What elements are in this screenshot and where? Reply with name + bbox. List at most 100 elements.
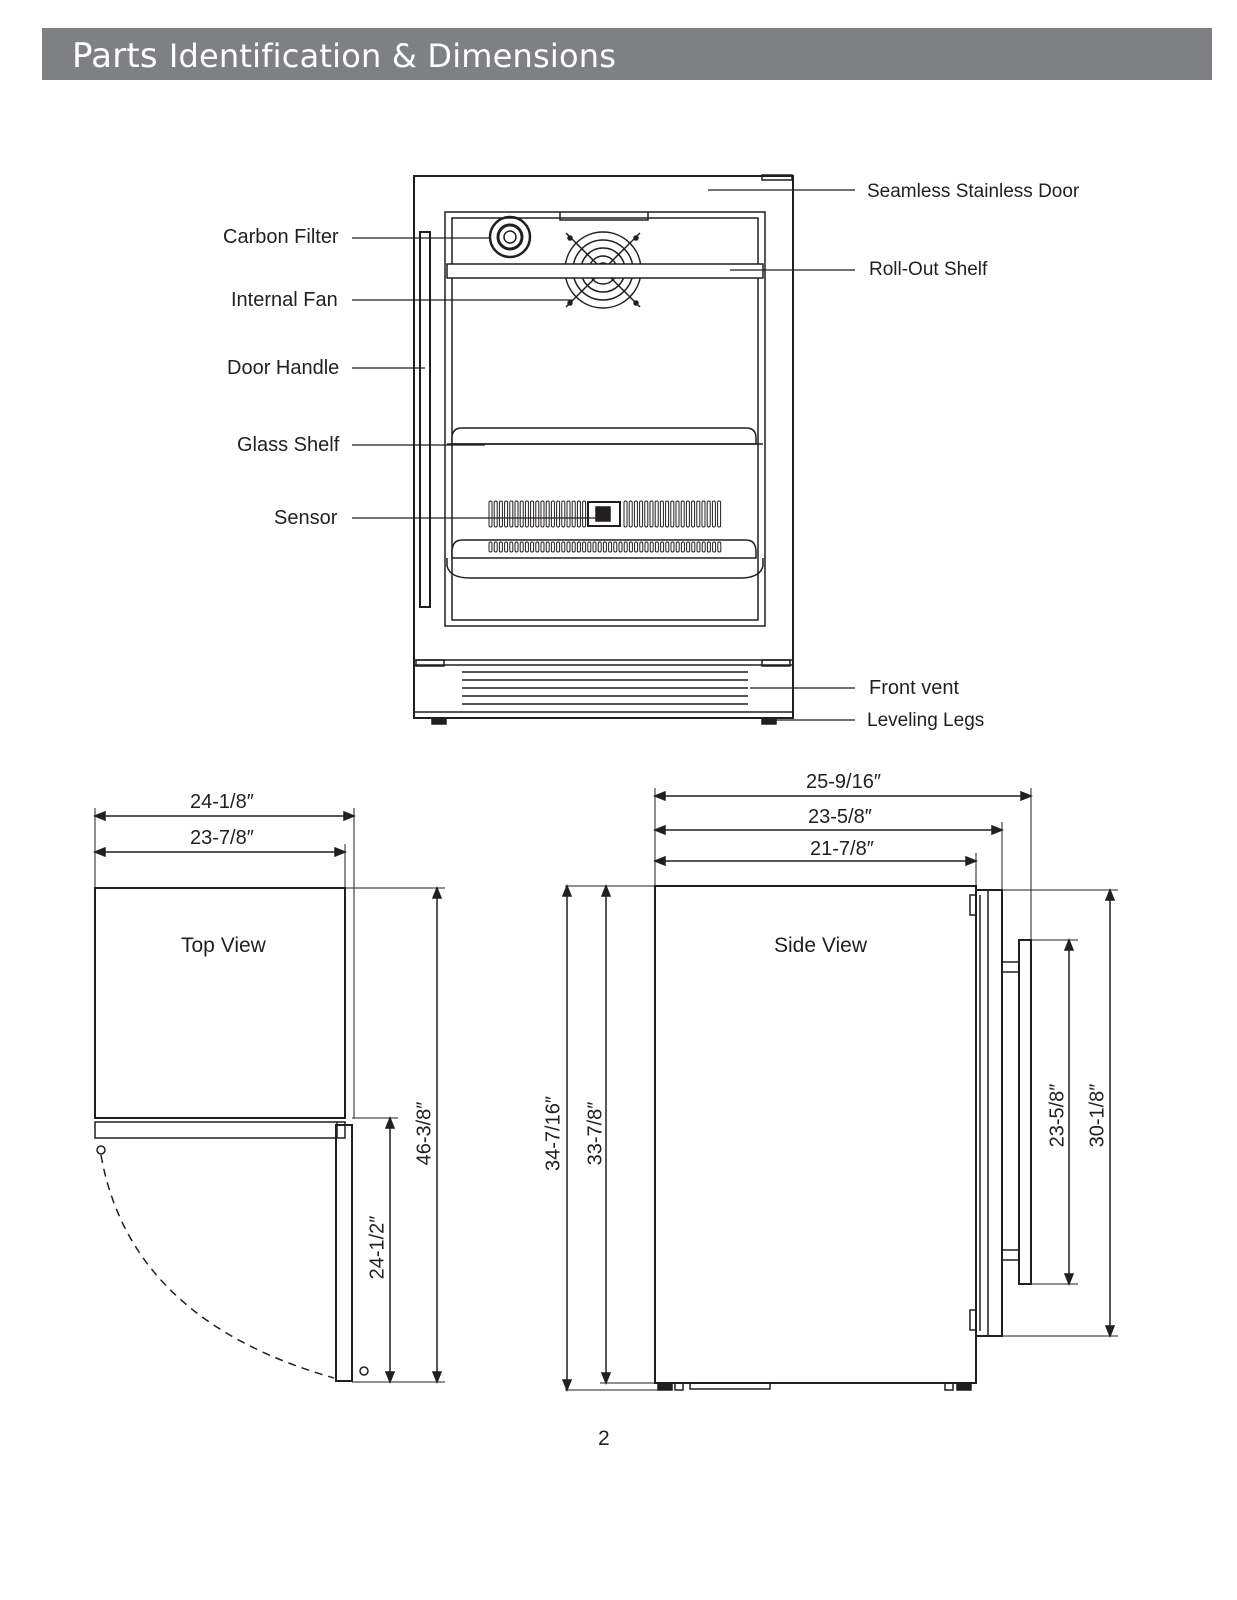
dim-side-depth-overall: 25-9/16″ [806,771,881,793]
vent-slat [711,500,716,528]
vent-slat [571,541,576,553]
vent-slat [639,541,644,553]
label-sensor: Sensor [274,507,338,529]
top-view-title: Top View [181,934,266,957]
vent-slat [675,500,680,528]
dim-top-width-outer: 24-1/8″ [190,791,254,813]
dim-door-height: 30-1/8″ [1086,1083,1109,1148]
vent-slat [545,500,550,528]
label-glass-shelf: Glass Shelf [237,434,340,456]
vent-slat [582,500,587,528]
vent-slat [613,541,618,553]
vent-slat [550,500,555,528]
vent-slat [717,500,722,528]
vent-slat [540,500,545,528]
dim-top-depth-total: 46-3/8″ [413,1101,436,1166]
vent-slat [712,541,717,553]
vent-slat [670,541,675,553]
vent-slat [535,541,540,553]
vent-slat [644,541,649,553]
vent-slat [504,500,509,528]
vent-slat [717,541,722,553]
label-seamless-door: Seamless Stainless Door [867,181,1080,202]
vent-slat [540,541,545,553]
vent-slat [633,500,638,528]
page-number: 2 [598,1427,610,1450]
vent-slat [493,500,498,528]
vent-slat [514,500,519,528]
vent-slat [550,541,555,553]
vent-slat [706,541,711,553]
vent-slat [701,500,706,528]
dim-side-height-cabinet: 33-7/8″ [584,1101,607,1166]
label-carbon-filter: Carbon Filter [223,226,339,248]
vent-slat [670,500,675,528]
vent-slat [556,500,561,528]
vent-slat [498,541,503,553]
vent-slat [660,541,665,553]
vent-slat [654,541,659,553]
vent-slat [675,541,680,553]
vent-slat [701,541,706,553]
dim-top-width-inner: 23-7/8″ [190,827,254,849]
vent-slat [571,500,576,528]
front-view-drawing [413,174,794,725]
vent-slat [628,541,633,553]
vent-slat [530,500,535,528]
label-internal-fan: Internal Fan [231,289,338,311]
vent-slat [680,500,685,528]
dim-handle-length: 23-5/8″ [1046,1083,1069,1148]
vent-slat [618,541,623,553]
page-title: Parts Identification & Dimensions [72,36,617,76]
dim-door-swing: 24-1/2″ [366,1215,389,1280]
vent-slat [576,500,581,528]
vent-slat [535,500,540,528]
vent-slat [524,500,529,528]
vent-slat [691,541,696,553]
side-view-drawing [561,788,1118,1393]
vent-slat [639,500,644,528]
vent-slat [509,541,514,553]
section-header: Parts Identification & Dimensions [42,28,1212,80]
dim-side-depth-cabinet: 21-7/8″ [810,838,874,860]
vent-slat [514,541,519,553]
vent-slat [665,500,670,528]
label-door-handle: Door Handle [227,357,340,379]
vent-slat [519,541,524,553]
dim-side-height-overall: 34-7/16″ [542,1096,565,1171]
vent-slat [623,500,628,528]
vent-slat [608,541,613,553]
side-view-title: Side View [774,934,868,957]
vent-slat [488,500,493,528]
vent-slat [566,541,571,553]
vent-slat [680,541,685,553]
label-leveling-legs: Leveling Legs [867,710,985,731]
vent-slat [592,541,597,553]
vent-slat [628,500,633,528]
vent-slat [706,500,711,528]
vent-slat [582,541,587,553]
vent-slat [696,541,701,553]
vent-slat [561,541,566,553]
vent-slat [498,500,503,528]
vent-slat [654,500,659,528]
vent-slat [566,500,571,528]
vent-slat [556,541,561,553]
vent-slat [623,541,628,553]
vent-slat [665,541,670,553]
label-front-vent: Front vent [869,677,960,699]
vent-slat [530,541,535,553]
vent-slat [691,500,696,528]
vent-slat [504,541,509,553]
vent-slat [685,500,690,528]
vent-slat [634,541,639,553]
vent-slat [488,541,493,553]
label-roll-out-shelf: Roll-Out Shelf [869,259,988,280]
top-view-drawing [92,808,445,1385]
vent-slat [602,541,607,553]
vent-slat [644,500,649,528]
vent-slat [696,500,701,528]
vent-slat [649,500,654,528]
